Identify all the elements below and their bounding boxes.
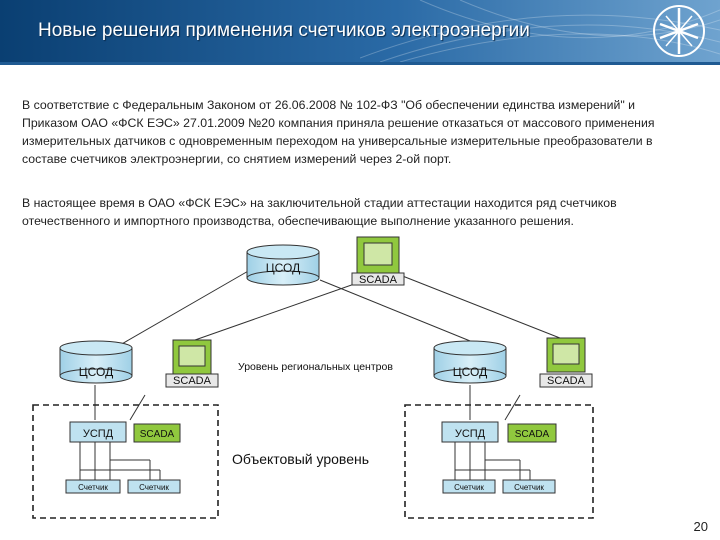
uspd-right-node: УСПД bbox=[441, 421, 499, 443]
meter-label: Счетчик bbox=[139, 483, 169, 492]
paragraph-certification: В настоящее время в ОАО «ФСК ЕЭС» на зак… bbox=[22, 196, 617, 228]
meter-label: Счетчик bbox=[78, 483, 108, 492]
scada-right-object-node: SCADA bbox=[507, 423, 557, 443]
object-frame-right bbox=[404, 404, 594, 519]
meter-label: Счетчик bbox=[514, 483, 544, 492]
connection-lines bbox=[79, 269, 566, 480]
uspd-left-node: УСПД bbox=[69, 421, 127, 443]
meter-left-2: Счетчик bbox=[127, 479, 181, 494]
header-rule bbox=[0, 62, 720, 65]
meter-label: Счетчик bbox=[454, 483, 484, 492]
paragraph-law: В соответствие с Федеральным Законом от … bbox=[22, 98, 655, 166]
meter-right-1: Счетчик bbox=[442, 479, 496, 494]
tsod-label: ЦСОД bbox=[79, 365, 113, 379]
regional-level-label: Уровень региональных центров bbox=[238, 361, 393, 373]
uspd-label: УСПД bbox=[455, 428, 486, 440]
header-decoration bbox=[360, 0, 720, 62]
object-frame-left bbox=[32, 404, 219, 519]
tsod-right-node: ЦСОД bbox=[433, 340, 507, 384]
scada-left-node: SCADA bbox=[165, 339, 219, 388]
tsod-top-node: ЦСОД bbox=[246, 244, 320, 286]
meter-left-1: Счетчик bbox=[65, 479, 121, 494]
scada-right-node: SCADA bbox=[539, 337, 593, 388]
slide-title: Новые решения применения счетчиков элект… bbox=[38, 20, 530, 41]
title-bar: Новые решения применения счетчиков элект… bbox=[0, 0, 720, 62]
object-level-label: Объектовый уровень bbox=[232, 451, 369, 467]
company-logo-icon bbox=[653, 5, 705, 57]
scada-label: SCADA bbox=[140, 429, 175, 440]
scada-label: SCADA bbox=[173, 375, 212, 387]
scada-left-object-node: SCADA bbox=[133, 423, 181, 443]
scada-label: SCADA bbox=[359, 274, 398, 286]
meter-right-2: Счетчик bbox=[502, 479, 556, 494]
scada-label: SCADA bbox=[515, 429, 550, 440]
tsod-label: ЦСОД bbox=[453, 365, 487, 379]
tsod-label: ЦСОД bbox=[266, 261, 300, 275]
scada-top-node: SCADA bbox=[351, 236, 405, 286]
uspd-label: УСПД bbox=[83, 428, 114, 440]
scada-label: SCADA bbox=[547, 375, 586, 387]
tsod-left-node: ЦСОД bbox=[59, 340, 133, 384]
page-number: 20 bbox=[693, 519, 708, 534]
